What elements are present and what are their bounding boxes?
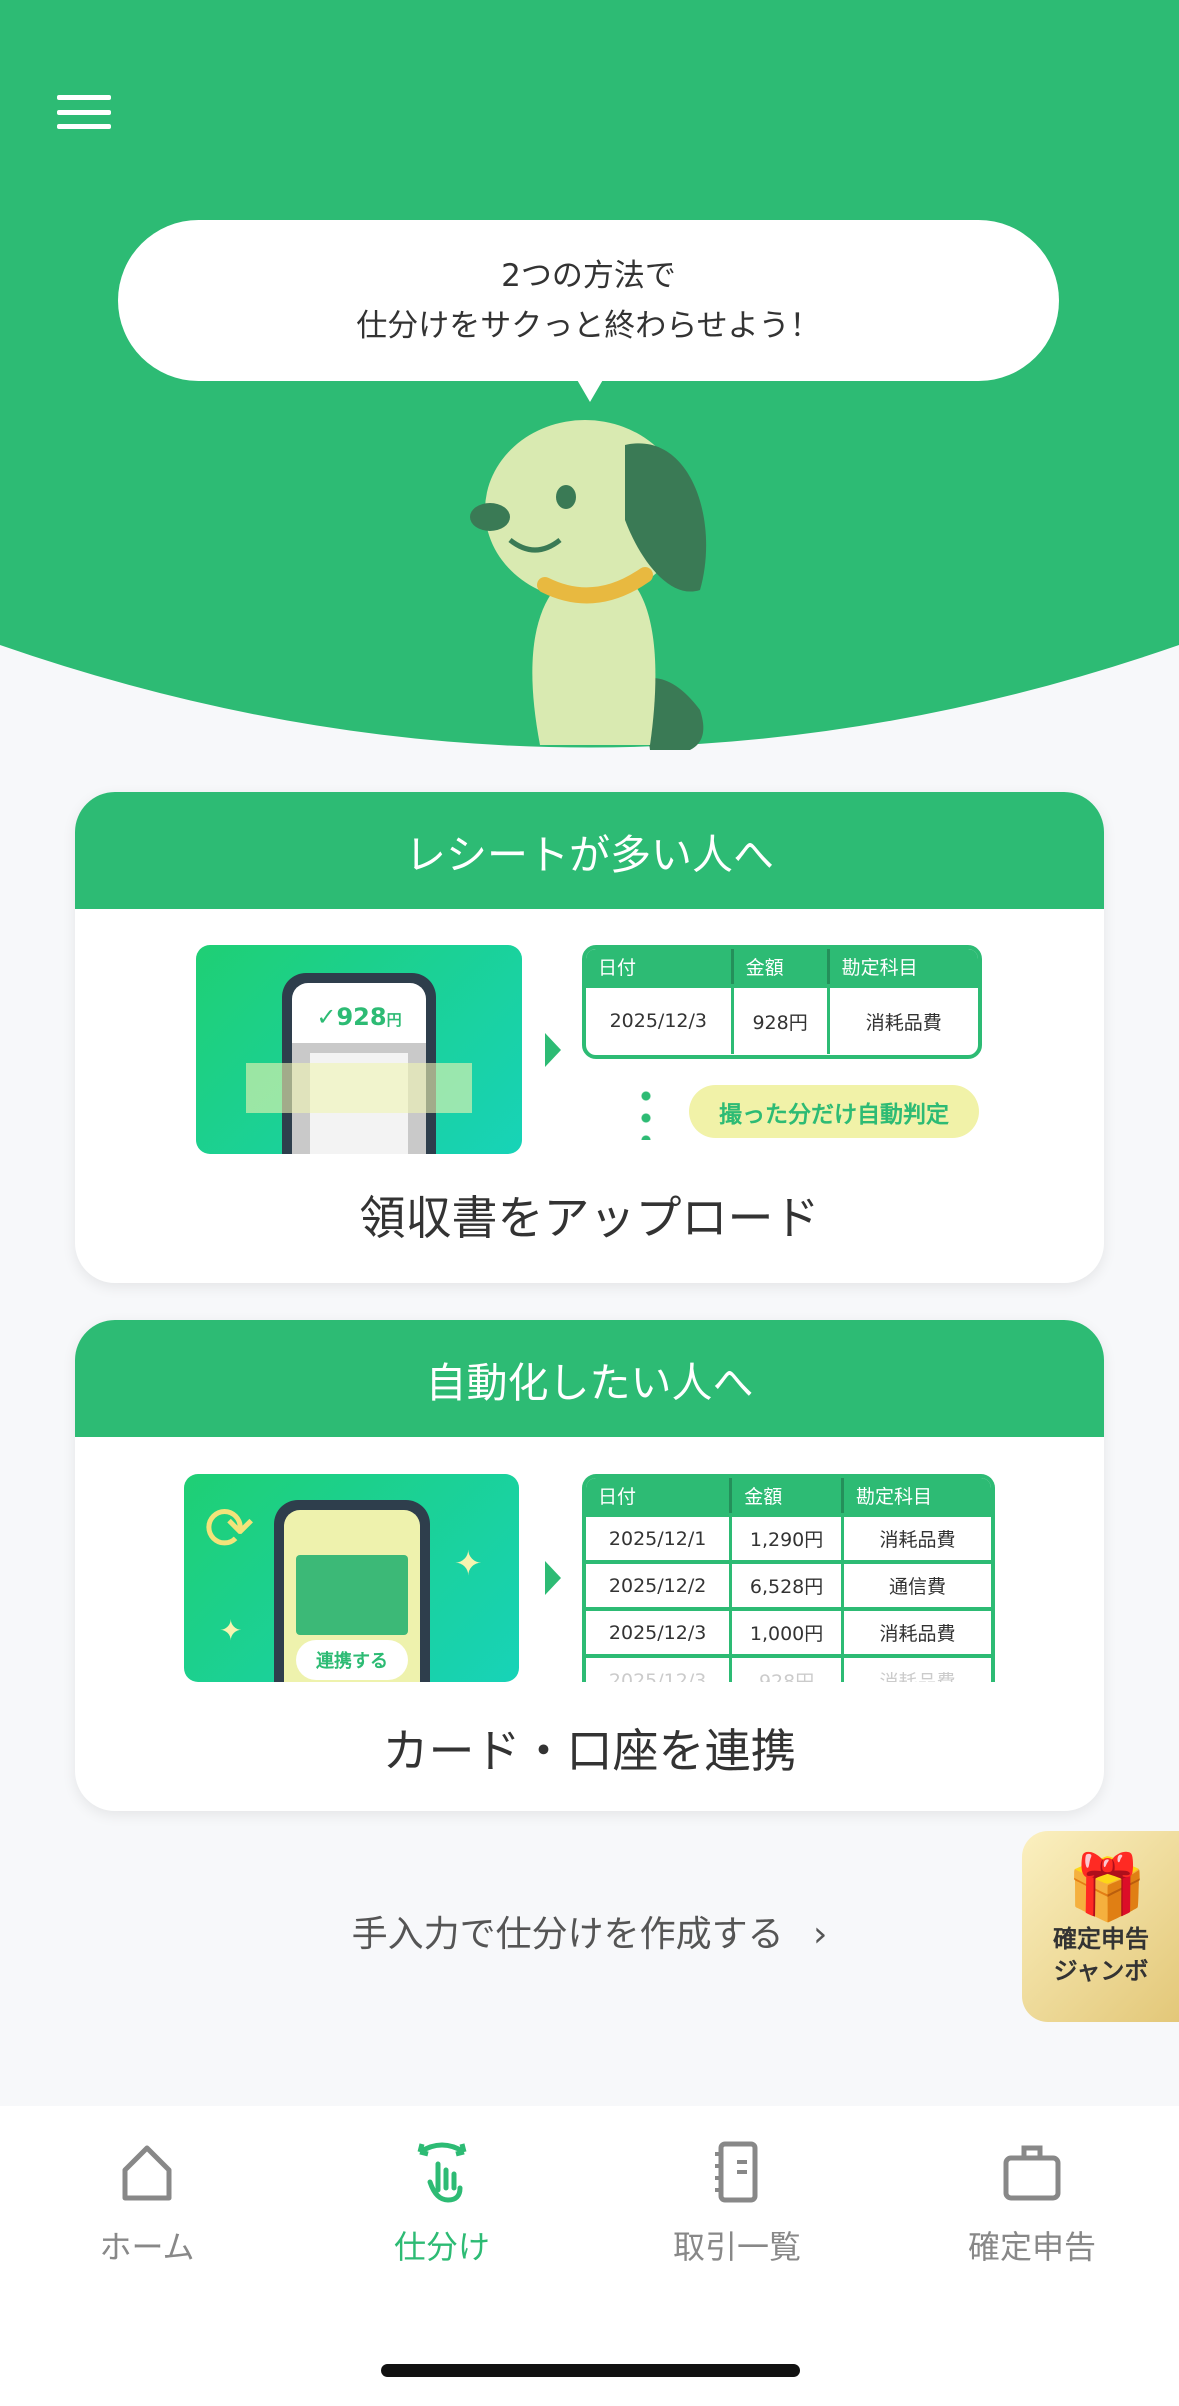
gift-icon: 🎁 — [1067, 1851, 1147, 1925]
nav-sort[interactable]: 仕分け — [342, 2140, 542, 2268]
arrow-right-icon — [545, 1033, 561, 1067]
tax-jumbo-badge[interactable]: 🎁 確定申告 ジャンボ — [1022, 1831, 1179, 2022]
dots-icon — [641, 1085, 651, 1140]
bubble-line-2: 仕分けをサクっと終わらせよう！ — [356, 307, 821, 344]
phone-amount: 928 — [336, 1003, 387, 1031]
bubble-line-1: 2つの方法で — [501, 257, 676, 294]
notebook-icon — [715, 2141, 758, 2203]
home-icon — [122, 2145, 172, 2201]
jumbo-line-2: ジャンボ — [1053, 1957, 1149, 1985]
home-indicator[interactable] — [381, 2364, 800, 2377]
card-title: 自動化したい人へ — [75, 1320, 1104, 1437]
link-account-label: カード・口座を連携 — [382, 1724, 797, 1778]
manual-entry-link[interactable]: 手入力で仕分けを作成する › — [0, 1905, 1179, 1957]
speech-bubble: 2つの方法で 仕分けをサクっと終わらせよう！ — [118, 220, 1059, 381]
sparkle-icon: ✦ — [219, 1614, 243, 1647]
dog-mascot-icon — [470, 420, 707, 750]
upload-receipt-label: 領収書をアップロード — [359, 1191, 820, 1245]
phone-currency: 円 — [386, 1011, 402, 1029]
sparkle-icon: ✦ — [454, 1544, 483, 1584]
speech-bubble-tail — [576, 378, 604, 402]
receipt-scan-illustration: ✓928円 — [196, 945, 522, 1154]
nav-home[interactable]: ホーム — [47, 2140, 247, 2268]
auto-judge-badge: 撮った分だけ自動判定 — [689, 1085, 979, 1138]
sort-touch-icon — [417, 2142, 467, 2203]
bottom-nav — [0, 2106, 1179, 2406]
arrow-right-icon — [545, 1561, 561, 1595]
nav-transactions[interactable]: 取引一覧 — [637, 2140, 837, 2268]
manual-entry-label: 手入力で仕分けを作成する — [351, 1914, 784, 1955]
sync-icon: ⟳ — [204, 1494, 255, 1564]
menu-button[interactable] — [57, 92, 111, 132]
nav-tax-return[interactable]: 確定申告 — [932, 2140, 1132, 2268]
account-link-illustration: ⟳ ✦ ✦ 連携する — [184, 1474, 519, 1682]
briefcase-icon — [1003, 2145, 1061, 2201]
jumbo-line-1: 確定申告 — [1053, 1925, 1149, 1953]
card-title: レシートが多い人へ — [75, 792, 1104, 909]
chevron-right-icon: › — [813, 1914, 828, 1955]
phone-link-button: 連携する — [296, 1640, 408, 1680]
